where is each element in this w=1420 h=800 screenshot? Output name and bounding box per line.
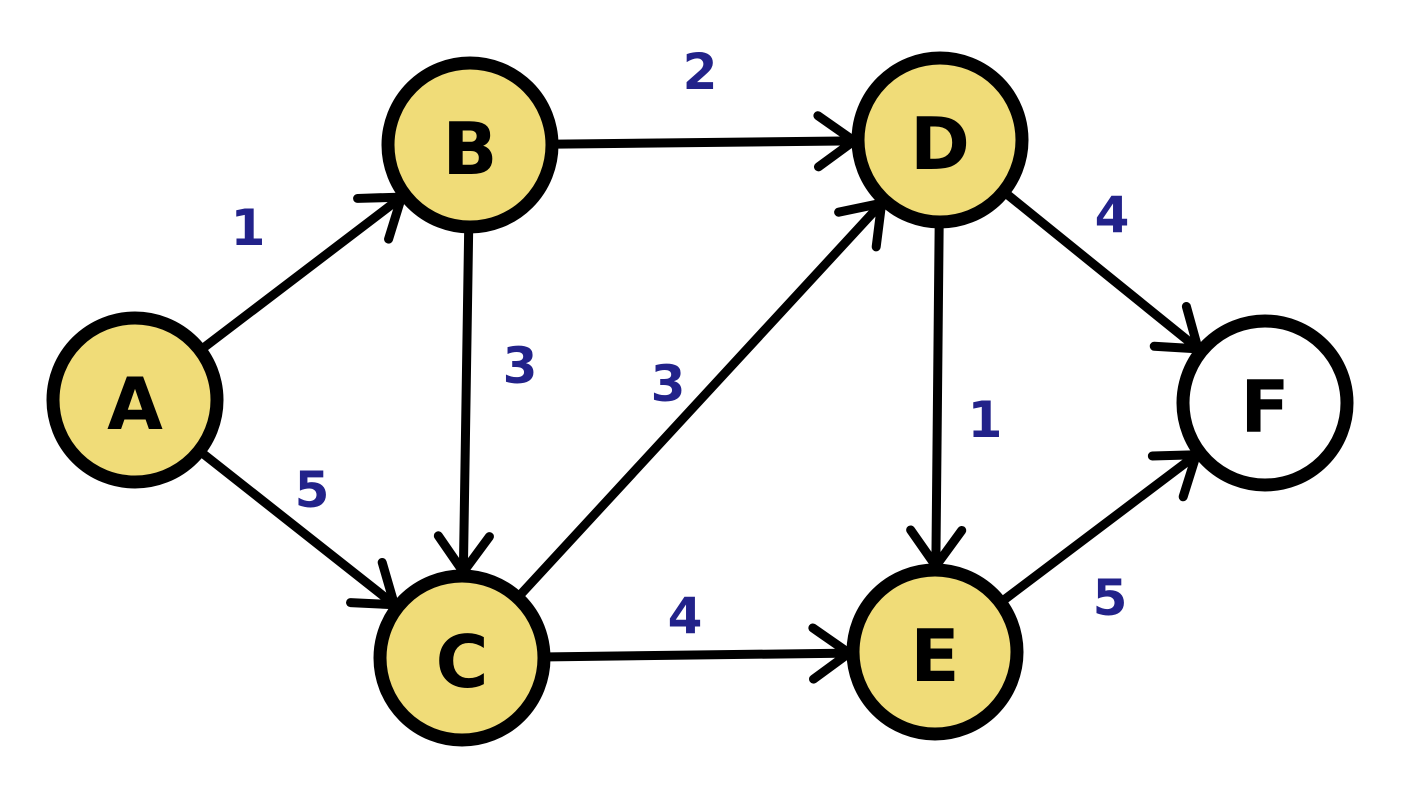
- edge-d-e: [906, 223, 967, 571]
- node-d: D: [851, 51, 1029, 229]
- edge-weight-a-b: 1: [231, 199, 266, 257]
- nodes-layer: A B C D E F: [46, 51, 1354, 747]
- edge-weight-d-e: 1: [968, 391, 1003, 449]
- node-circle: [373, 569, 551, 747]
- edge-line: [553, 136, 859, 149]
- node-circle: [381, 56, 559, 234]
- edge-b-d: [553, 111, 859, 172]
- edge-weight-e-f: 5: [1093, 569, 1128, 627]
- edge-line: [1000, 450, 1201, 604]
- edge-weight-c-d: 3: [651, 355, 686, 413]
- node-label: D: [910, 102, 970, 186]
- edge-line: [545, 648, 854, 662]
- edge-line: [199, 450, 399, 610]
- node-a: A: [46, 311, 224, 489]
- edge-line: [517, 198, 887, 598]
- edge-weight-a-c: 5: [295, 461, 330, 519]
- edge-b-c: [433, 228, 494, 577]
- node-b: B: [381, 56, 559, 234]
- node-circle: [1176, 314, 1354, 492]
- node-circle: [851, 51, 1029, 229]
- node-circle: [846, 563, 1024, 741]
- weights-layer: 1 5 2 3 3 4 4 1 5: [231, 43, 1130, 645]
- node-label: C: [436, 620, 489, 704]
- edge-weight-d-f: 4: [1095, 186, 1130, 244]
- edge-c-d: [517, 198, 887, 598]
- edge-line: [931, 223, 944, 571]
- node-circle: [46, 311, 224, 489]
- edge-weight-b-d: 2: [683, 43, 718, 101]
- node-label: A: [107, 362, 163, 446]
- node-label: B: [443, 107, 498, 191]
- edge-line: [458, 228, 474, 577]
- edge-weight-b-c: 3: [503, 337, 538, 395]
- node-c: C: [373, 569, 551, 747]
- edge-weight-c-e: 4: [668, 587, 703, 645]
- edge-line: [1003, 190, 1203, 354]
- node-f: F: [1176, 314, 1354, 492]
- node-label: E: [910, 614, 959, 698]
- node-label: F: [1240, 365, 1289, 449]
- edge-line: [200, 192, 407, 352]
- node-e: E: [846, 563, 1024, 741]
